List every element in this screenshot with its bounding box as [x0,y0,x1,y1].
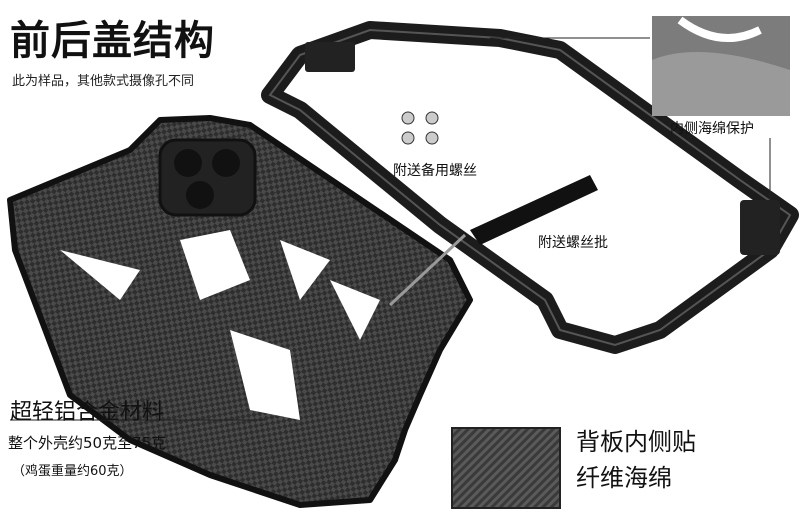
spare-screws [401,111,439,145]
screwdriver-label: 附送螺丝批 [538,235,608,251]
sponge-inset [652,16,790,116]
egg-comparison: （鸡蛋重量约60克） [12,464,133,479]
page-subtitle: 此为样品，其他款式摄像孔不同 [12,74,195,89]
backplate-description: 背板内侧贴 纤维海绵 [576,424,696,496]
front-frame [261,21,799,354]
backplate-line2: 纤维海绵 [576,464,672,492]
back-carbon-plate [7,115,473,508]
sponge-label: 内侧海绵保护 [670,121,754,137]
material-weight: 整个外壳约50克至75克 [8,434,167,452]
spare-screws-label: 附送备用螺丝 [393,163,477,179]
material-name: 超轻铝合金材料 [10,400,165,425]
backplate-line1: 背板内侧贴 [576,428,696,456]
screwdriver [388,175,598,307]
page-title: 前后盖结构 [10,18,215,64]
carbon-sample [451,427,561,509]
